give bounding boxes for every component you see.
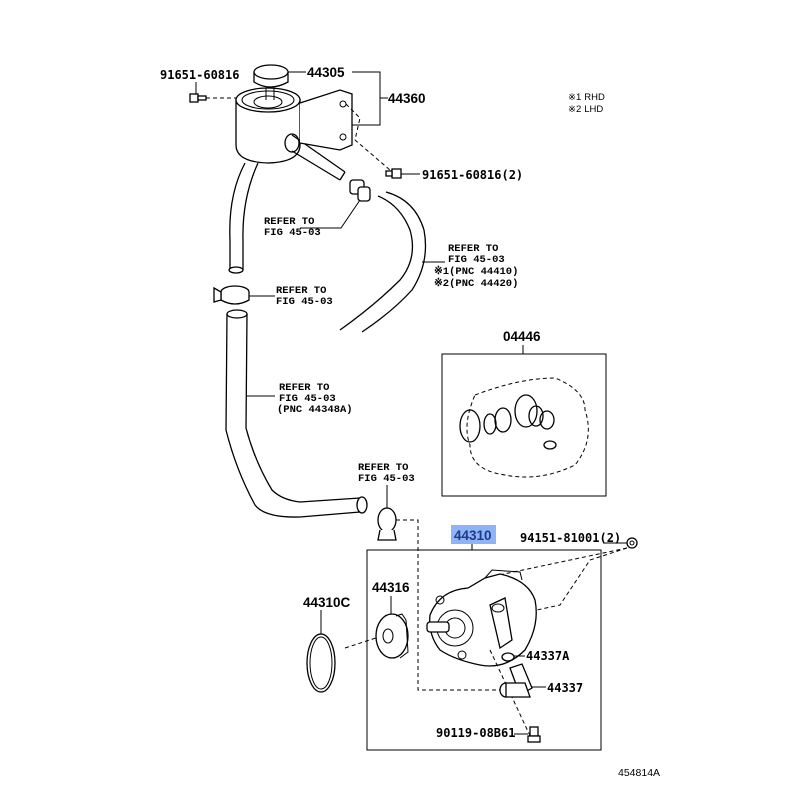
svg-text:※2(PNC 44420): ※2(PNC 44420) (434, 277, 518, 290)
return-hose (339, 191, 445, 333)
reservoir-bracket (299, 89, 391, 171)
svg-text:FIG 45-03: FIG 45-03 (279, 393, 336, 405)
o-ring-icon (306, 610, 386, 693)
bolt-icon (189, 82, 236, 103)
svg-text:REFER TO: REFER TO (264, 216, 314, 228)
svg-text:FIG 45-03: FIG 45-03 (276, 296, 333, 308)
part-label-union[interactable]: 44337 (547, 681, 583, 695)
part-label-union-bolt[interactable]: 90119-08B61 (436, 726, 515, 740)
svg-text:FIG 45-03: FIG 45-03 (358, 473, 415, 485)
part-label-pulley[interactable]: 44316 (372, 580, 410, 595)
reservoir-cap (253, 64, 289, 100)
power-steering-pump (426, 569, 537, 667)
part-label-gasket-kit[interactable]: 04446 (503, 329, 541, 344)
svg-text:(PNC 44348A): (PNC 44348A) (277, 404, 353, 416)
pulley-icon (375, 596, 409, 659)
ref-return-hose[interactable]: REFER TO FIG 45-03 ※1(PNC 44410) ※2(PNC … (434, 243, 518, 290)
ref-clamp-pump[interactable]: REFER TO FIG 45-03 (358, 462, 415, 485)
union-fitting-icon (499, 663, 546, 698)
svg-text:FIG 45-03: FIG 45-03 (448, 254, 505, 266)
figure-code: 454814A (618, 767, 660, 779)
hose-clamp-icon (377, 485, 500, 691)
suction-hose-upper (228, 162, 259, 274)
highlight-pump-assy (451, 525, 496, 544)
gasket-kit-box (441, 345, 607, 497)
part-label-pump-assy[interactable]: 44310 (454, 528, 492, 543)
part-label-bolt-pump[interactable]: 94151-81001(2) (520, 531, 621, 545)
hose-clamp-icon (213, 285, 275, 305)
ref-clamp-lower[interactable]: REFER TO FIG 45-03 (276, 285, 333, 308)
svg-text:REFER TO: REFER TO (358, 462, 408, 474)
svg-text:FIG 45-03: FIG 45-03 (264, 227, 321, 239)
suction-hose-lower (225, 309, 368, 518)
part-label-bolt-bracket[interactable]: 91651-60816(2) (422, 168, 523, 182)
part-label-o-ring[interactable]: 44310C (303, 595, 351, 610)
reservoir-tank (235, 87, 346, 181)
ref-suction-hose[interactable]: REFER TO FIG 45-03 (PNC 44348A) (277, 382, 353, 416)
ref-clamp-upper[interactable]: REFER TO FIG 45-03 (264, 216, 321, 239)
bolt-icon (385, 168, 420, 179)
part-label-reservoir-assy[interactable]: 44360 (388, 91, 426, 106)
svg-text:※1(PNC 44410): ※1(PNC 44410) (434, 265, 518, 278)
part-label-cap[interactable]: 44305 (307, 65, 345, 80)
svg-text:REFER TO: REFER TO (448, 243, 498, 255)
svg-text:REFER TO: REFER TO (276, 285, 326, 297)
part-label-bolt-top-left[interactable]: 91651-60816 (160, 68, 239, 82)
part-label-union-o-ring[interactable]: 44337A (526, 649, 570, 663)
hose-clamp-icon (300, 179, 371, 229)
svg-text:REFER TO: REFER TO (279, 382, 329, 394)
bolt-icon (514, 726, 541, 743)
